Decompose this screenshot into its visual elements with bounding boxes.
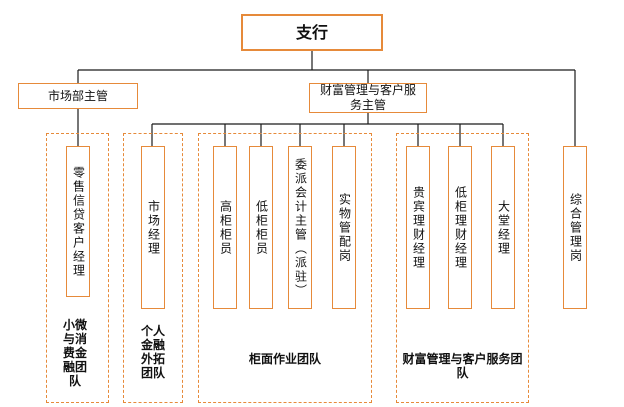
group-wealth-service xyxy=(396,133,529,403)
group-counter-operations xyxy=(198,133,372,403)
appointed-accountant-role: 委派会计主管（派驻） xyxy=(288,146,312,309)
team-label-personal: 个人金融外拓团队 xyxy=(140,324,165,380)
market-manager-role: 市场经理 xyxy=(141,146,165,309)
lobby-manager-role: 大堂经理 xyxy=(491,146,515,309)
vip-advisor-role: 贵宾理财经理 xyxy=(406,146,430,309)
counter-advisor-role: 低柜理财经理 xyxy=(448,146,472,309)
retail-loan-role: 零售信贷客户经理 xyxy=(66,146,90,297)
admin-role: 综合管理岗 xyxy=(563,146,587,309)
group-personal-finance xyxy=(123,133,183,403)
market-manager-node: 市场部主管 xyxy=(18,83,138,109)
team-label-wealth: 财富管理与客户服务团队 xyxy=(402,352,523,380)
group-micro-finance xyxy=(46,133,109,403)
junior-teller-role: 低柜柜员 xyxy=(249,146,273,309)
wealth-manager-node: 财富管理与客户服务主管 xyxy=(309,83,427,113)
team-label-micro: 小微与消费金融团队 xyxy=(62,318,87,388)
team-label-counter: 柜面作业团队 xyxy=(248,352,321,366)
cash-custodian-role: 实物管配岗 xyxy=(332,146,356,309)
senior-teller-role: 高柜柜员 xyxy=(213,146,237,309)
root-node: 支行 xyxy=(241,14,383,51)
